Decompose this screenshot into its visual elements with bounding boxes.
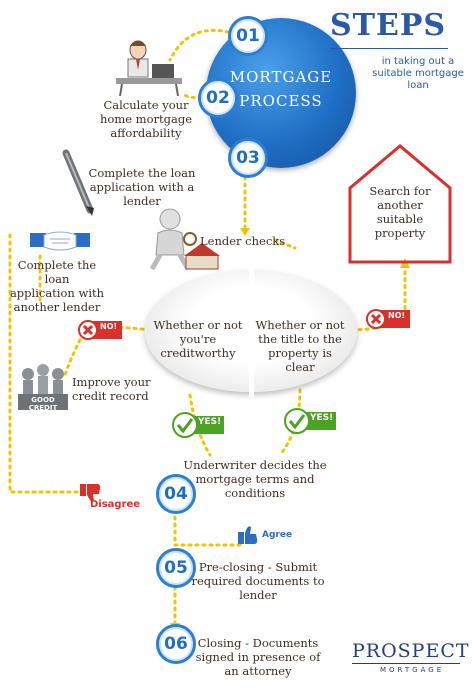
creditworthy-text: Whether or not you're creditworthy xyxy=(150,318,246,360)
logo-rule xyxy=(352,663,460,664)
path-01 xyxy=(168,28,237,62)
step-02-badge: 02 xyxy=(198,78,238,118)
yes-label-left: YES! xyxy=(198,417,222,427)
search-property-text: Search for another suitable property xyxy=(358,184,442,240)
search-line1: Search for xyxy=(369,184,431,198)
no-badge-left xyxy=(78,320,122,340)
calc-line3: affordability xyxy=(110,126,182,140)
center-title-line2: PROCESS xyxy=(239,92,323,110)
subtitle-line1: in taking out a xyxy=(381,56,455,67)
calc-line1: Calculate your xyxy=(103,98,189,112)
step-03-badge: 03 xyxy=(228,138,268,178)
closing-line1: Closing - Documents xyxy=(197,636,319,650)
other-line1: Complete the loan xyxy=(17,258,97,286)
thumbs-down-icon xyxy=(80,484,101,502)
title-line3: property is clear xyxy=(268,346,332,374)
complete-other-lender-text: Complete the loan application with anoth… xyxy=(6,258,108,314)
disagree-label: Disagree xyxy=(90,499,141,510)
step-06-badge: 06 xyxy=(156,624,196,664)
credit-line2: you're xyxy=(179,332,217,346)
search-line3: suitable xyxy=(376,212,424,226)
underwriter-text: Underwriter decides the mortgage terms a… xyxy=(180,458,330,500)
agree-label: Agree xyxy=(262,530,293,540)
person-calculator-icon xyxy=(116,40,182,96)
calc-affordability-text: Calculate your home mortgage affordabili… xyxy=(86,98,206,140)
complete-application-text: Complete the loan application with a len… xyxy=(82,166,202,208)
improve-line2: credit record xyxy=(72,389,149,403)
underwriter-line3: conditions xyxy=(224,486,286,500)
step-05-badge: 05 xyxy=(156,548,196,588)
underwriter-line1: Underwriter decides the xyxy=(183,458,327,472)
complete-line2: application with a xyxy=(89,180,195,194)
ellipse-divider xyxy=(249,265,254,397)
title-line2: the title to the xyxy=(258,332,342,346)
thumbs-up-icon xyxy=(238,526,258,544)
improve-line1: Improve your xyxy=(72,375,151,389)
no-badge-right xyxy=(366,309,410,329)
steps-title: STEPS xyxy=(330,8,447,43)
yes-badge-left xyxy=(172,412,224,438)
good-credit-people-icon xyxy=(18,364,68,410)
prospect-logo: PROSPECT xyxy=(352,640,470,662)
no-label-right: NO! xyxy=(388,311,406,320)
pen-icon xyxy=(62,149,94,216)
other-line2: application with xyxy=(9,286,105,300)
preclosing-line2: required documents to xyxy=(191,574,325,588)
subtitle-line2: suitable mortgage loan xyxy=(372,68,464,91)
lender-checks-text: Lender checks xyxy=(200,234,286,248)
other-line3: another lender xyxy=(13,300,101,314)
no-label-left: NO! xyxy=(100,322,118,331)
complete-line1: Complete the loan xyxy=(88,166,196,180)
credit-line3: creditworthy xyxy=(160,346,236,360)
search-line4: property xyxy=(374,226,426,240)
handshake-icon xyxy=(30,231,90,251)
closing-line2: signed in presence of xyxy=(195,650,321,664)
yes-badge-right xyxy=(284,408,336,434)
step-04-badge: 04 xyxy=(156,474,196,514)
calc-line2: home mortgage xyxy=(99,112,193,126)
preclosing-text: Pre-closing - Submit required documents … xyxy=(188,560,328,602)
title-underline xyxy=(330,48,448,49)
yes-label-right: YES! xyxy=(310,413,334,423)
underwriter-line2: mortgage terms and xyxy=(195,472,315,486)
closing-line3: an attorney xyxy=(224,664,292,678)
preclosing-line1: Pre-closing - Submit xyxy=(198,560,318,574)
title-line1: Whether or not xyxy=(255,318,345,332)
house-outline-icon xyxy=(348,144,452,264)
preclosing-line3: lender xyxy=(239,588,277,602)
title-clear-text: Whether or not the title to the property… xyxy=(252,318,348,374)
closing-text: Closing - Documents signed in presence o… xyxy=(188,636,328,678)
good-credit-label: GOOD CREDIT xyxy=(28,396,58,412)
improve-credit-text: Improve your credit record xyxy=(72,375,162,403)
complete-line3: lender xyxy=(123,194,161,208)
credit-line1: Whether or not xyxy=(153,318,243,332)
search-line2: another xyxy=(377,198,423,212)
center-title-line1: MORTGAGE xyxy=(229,68,333,86)
lender-inspector-icon xyxy=(149,208,220,271)
step-01-badge: 01 xyxy=(228,16,268,56)
logo-subtitle: MORTGAGE xyxy=(380,666,445,674)
